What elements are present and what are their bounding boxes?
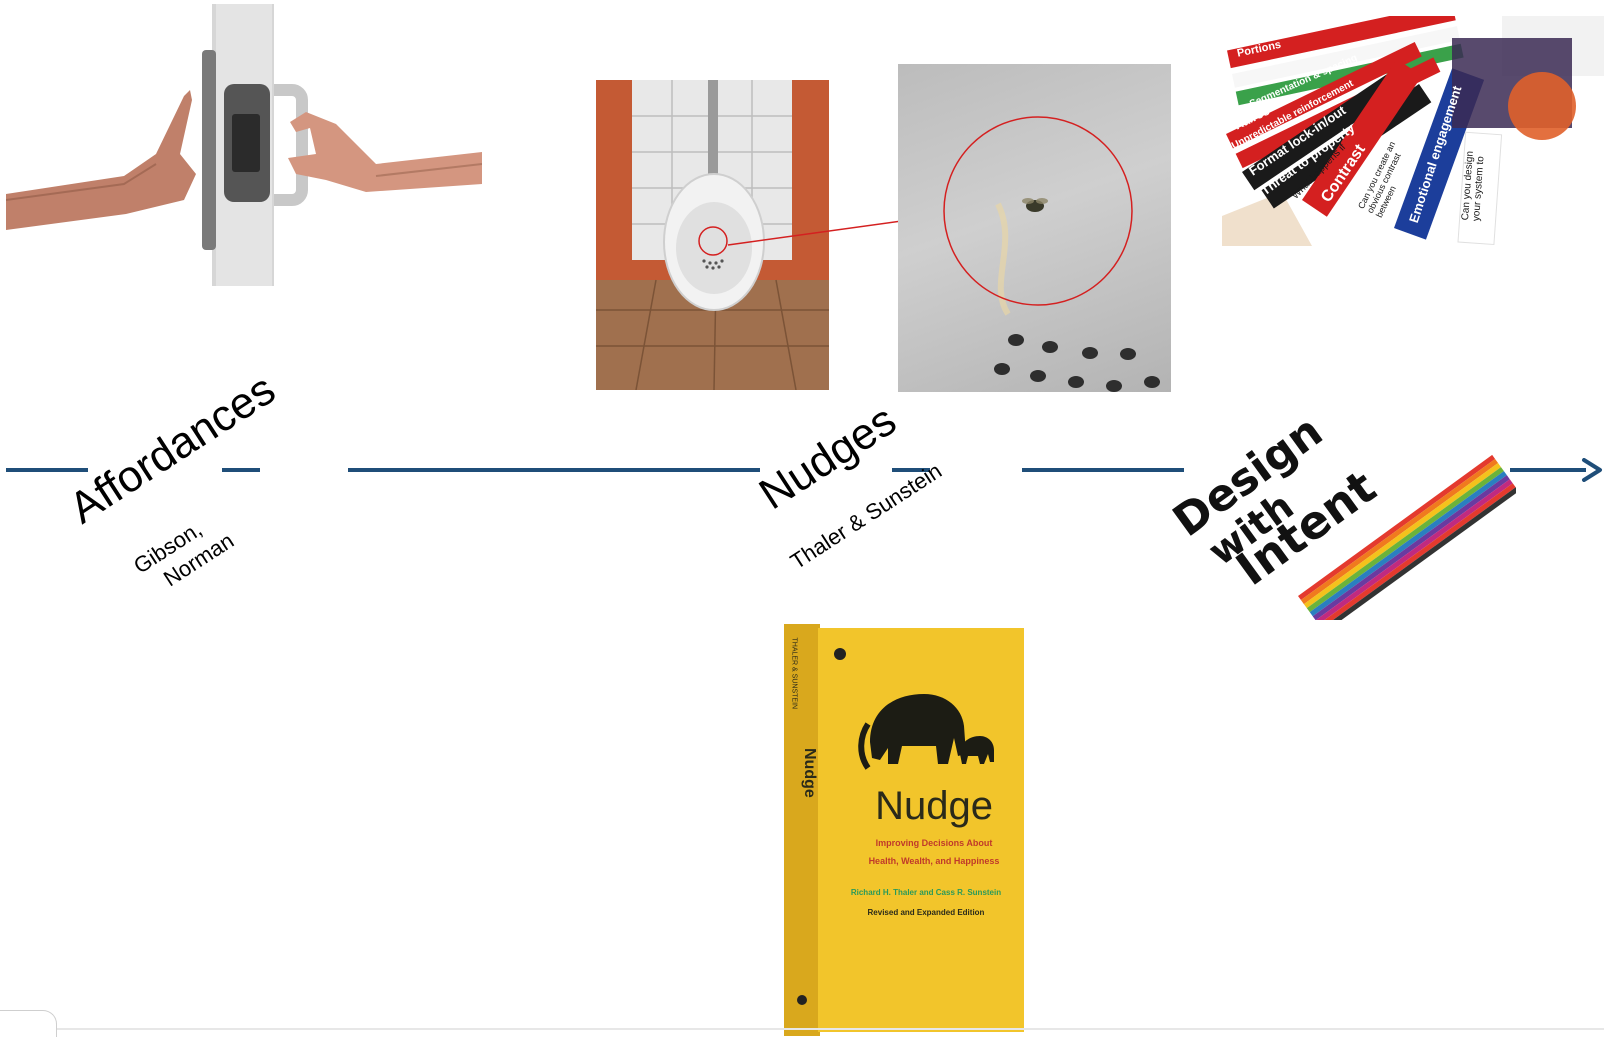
fly-closeup-photo [898,64,1171,392]
urinal-photo [596,80,829,390]
affordances-title: Affordances [60,364,284,534]
rainbow-stripes [1298,454,1516,620]
timeline-arrow-icon [1582,458,1602,482]
book-spine-title: Nudge [801,748,818,798]
book-illustration [784,624,1024,1036]
slide-bottom-edge [0,1028,1604,1030]
fly-illustration [943,116,1160,392]
book-edition: Revised and Expanded Edition [867,908,985,917]
book-spine-authors: THALER & SUNSTEIN [790,637,798,710]
door-illustration [6,4,482,286]
book-subtitle: Improving Decisions About [875,838,993,848]
urinal-illustration [596,80,829,390]
book-title: Nudge [875,784,993,828]
design-with-intent-logo: Design with Intent [1164,406,1516,620]
design-with-intent-cards-photo: Portions Segmentation & spacing Kairos U… [1222,16,1604,246]
timeline-segment [348,468,760,472]
affordances-authors: Gibson, Norman [129,504,239,602]
nudge-book-cover: Nudge Improving Decisions About Health, … [784,624,1024,1036]
timeline-segment [222,468,260,472]
cards-illustration [1222,16,1604,246]
book-authors: Richard H. Thaler and Cass R. Sunstein [850,888,1002,897]
timeline-segment [6,468,88,472]
book-subtitle-2: Health, Wealth, and Happiness [868,856,1000,866]
door-affordance-photo [6,4,482,286]
timeline-segment [1510,468,1586,472]
timeline-segment [1022,468,1184,472]
corner-tab[interactable] [0,1010,57,1037]
timeline-segment [892,468,930,472]
